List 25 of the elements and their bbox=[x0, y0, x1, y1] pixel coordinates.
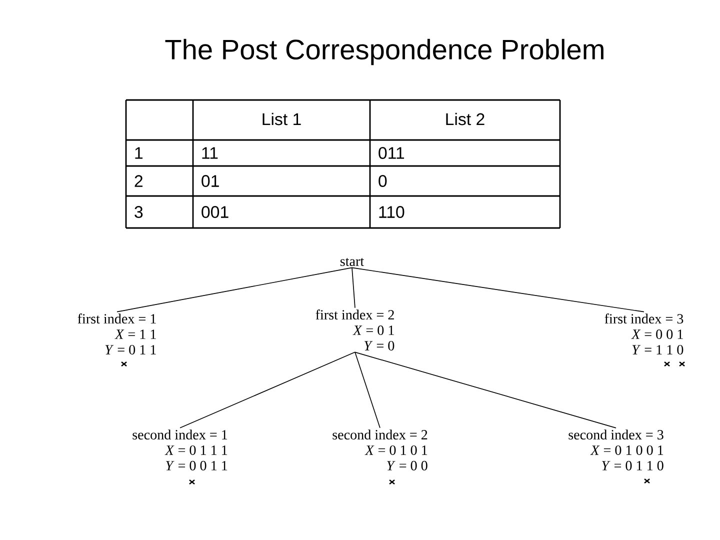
tree-node-label: first index = 3 X = 0 0 1 Y = 1 1 0 bbox=[604, 314, 684, 354]
tree-branch bbox=[180, 352, 356, 428]
title: The Post Correspondence Problem bbox=[165, 38, 604, 66]
tree-branch bbox=[352, 267, 356, 308]
string-entry: 001 bbox=[202, 206, 228, 218]
tree-node-label: second index = 3 X = 0 1 0 0 1 Y = 0 1 1 0 bbox=[568, 430, 664, 470]
string-entry: 01 bbox=[202, 175, 219, 187]
string-entry: 110 bbox=[379, 206, 404, 218]
string-entry: 0 bbox=[378, 175, 387, 187]
row-index: 3 bbox=[134, 206, 143, 218]
tree-branch bbox=[354, 352, 380, 428]
column-heading: List 2 bbox=[446, 112, 484, 126]
string-entry: 11 bbox=[202, 147, 218, 159]
column-heading: List 1 bbox=[262, 112, 301, 126]
tree-branch bbox=[354, 352, 616, 428]
row-index: 1 bbox=[135, 147, 143, 159]
tree-node-label: first index = 1 X = 1 1 Y = 0 1 1 bbox=[78, 314, 156, 354]
tree-node-label: second index = 2 X = 0 1 0 1 Y = 0 0 bbox=[332, 430, 428, 470]
tree-branch bbox=[116, 267, 352, 312]
row-index: 2 bbox=[134, 175, 142, 187]
root-label: start bbox=[340, 258, 364, 266]
tree-node-label: first index = 2 X = 0 1 Y = 0 bbox=[316, 310, 394, 350]
tree-node-label: second index = 1 X = 0 1 1 1 Y = 0 0 1 1 bbox=[132, 430, 228, 470]
string-entry: 011 bbox=[378, 147, 404, 159]
tree-branch bbox=[352, 267, 644, 312]
